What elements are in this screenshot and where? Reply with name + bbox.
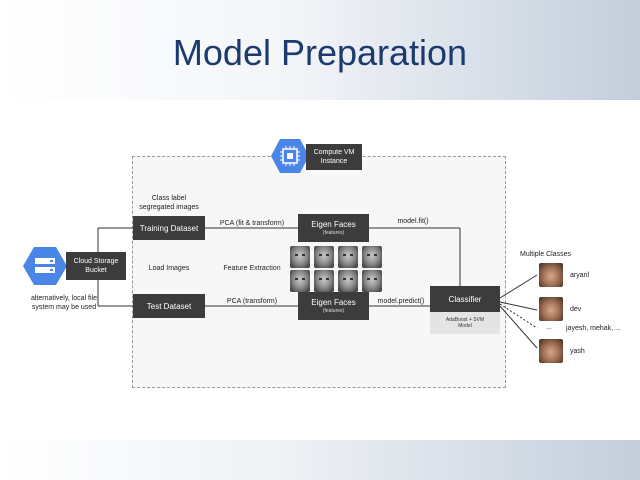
pca-transform-label: PCA (transform) xyxy=(226,298,278,305)
model-predict-label: model.predict() xyxy=(377,298,425,305)
training-dataset-box: Training Dataset xyxy=(133,216,205,240)
storage-note-line2: system may be used xyxy=(31,304,97,311)
class-photo-aryanl xyxy=(539,263,563,287)
class-photo-yash xyxy=(539,339,563,363)
eigen-faces-title: Eigen Faces xyxy=(311,220,356,229)
classifier-sub-line1: AdaBoost + SVM xyxy=(445,317,485,323)
feature-extraction-label: Feature Extraction xyxy=(223,265,281,272)
class-label-text: Class label segregated images xyxy=(133,194,205,212)
eigen-faces-sub: (features) xyxy=(322,230,345,236)
compute-vm-boundary xyxy=(132,156,506,388)
class-name-others: jayesh, mehak, ... xyxy=(566,325,621,332)
test-dataset-box: Test Dataset xyxy=(133,294,205,318)
storage-icon xyxy=(22,246,68,286)
class-ellipsis: ... xyxy=(546,324,552,331)
compute-vm-label-line1: Compute VM xyxy=(313,149,355,156)
class-name-yash: yash xyxy=(570,348,585,355)
classifier-sub: AdaBoost + SVM Model xyxy=(430,312,500,334)
eigenface-thumb xyxy=(314,270,334,292)
compute-vm-icon xyxy=(270,138,310,174)
class-label-line1: Class label xyxy=(151,195,187,202)
eigen-faces-box-test: Eigen Faces (features) xyxy=(298,292,369,320)
load-images-label: Load Images xyxy=(148,265,190,272)
classifier-box: Classifier xyxy=(430,286,500,312)
eigenface-thumb xyxy=(290,246,310,268)
eigenface-thumb xyxy=(338,246,358,268)
storage-label-line1: Cloud Storage xyxy=(73,258,119,265)
storage-note-line1: alternatively, local file xyxy=(30,295,97,302)
compute-vm-label-line2: Instance xyxy=(320,158,348,165)
classifier-sub-line2: Model xyxy=(458,323,472,329)
header-band xyxy=(0,0,640,100)
storage-label-line2: Bucket xyxy=(85,267,107,274)
eigenface-thumb xyxy=(314,246,334,268)
storage-note: alternatively, local file system may be … xyxy=(14,294,114,312)
footer-band xyxy=(0,440,640,480)
eigen-faces-box-train: Eigen Faces (features) xyxy=(298,214,369,242)
slide-title: Model Preparation xyxy=(172,32,468,73)
compute-vm-label: Compute VM Instance xyxy=(306,144,362,170)
class-label-line2: segregated images xyxy=(139,204,199,211)
class-name-aryanl: aryanl xyxy=(570,272,590,279)
eigen-faces-sub: (features) xyxy=(322,308,345,314)
pca-fit-label: PCA (fit & transform) xyxy=(219,220,285,227)
class-name-dev: dev xyxy=(570,306,582,313)
multiple-classes-label: Multiple Classes xyxy=(520,251,571,258)
eigenface-thumb xyxy=(338,270,358,292)
storage-label: Cloud Storage Bucket xyxy=(66,252,126,280)
model-fit-label: model.fit() xyxy=(397,218,429,225)
eigenface-thumb xyxy=(362,246,382,268)
eigenface-thumb xyxy=(362,270,382,292)
eigen-faces-title: Eigen Faces xyxy=(311,298,356,307)
class-photo-dev xyxy=(539,297,563,321)
eigenface-thumb xyxy=(290,270,310,292)
